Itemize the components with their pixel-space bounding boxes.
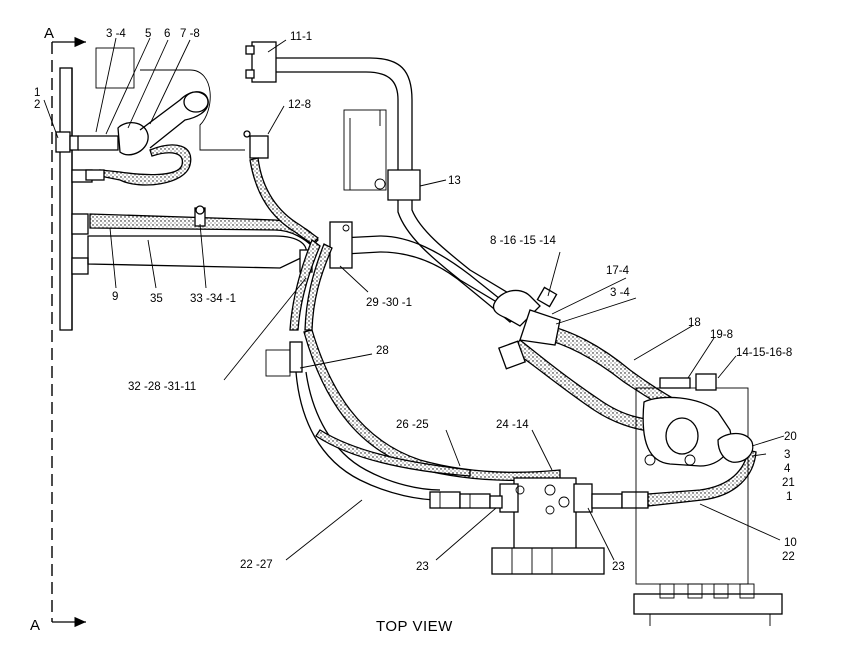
callout-26-25: 26 -25	[396, 419, 429, 431]
callout-28: 28	[376, 345, 389, 357]
section-line-a	[51, 36, 86, 628]
fittings-23-right-hose-10	[591, 449, 757, 509]
callout-3-right: 3	[784, 449, 790, 461]
view-title: TOP VIEW	[376, 618, 453, 635]
callout-22-27: 22 -27	[240, 559, 273, 571]
left-mounting-plate	[55, 67, 93, 331]
fittings-23-left	[429, 491, 503, 509]
callout-24-14: 24 -14	[496, 419, 529, 431]
callout-1: 1	[34, 87, 40, 99]
callout-labels: A A 3 -4 5 6 7 -8 1 2 11-1 12-8 13 8 -16…	[30, 25, 797, 634]
callout-12-8: 12-8	[288, 99, 311, 111]
callout-13: 13	[448, 175, 461, 187]
callout-23-left: 23	[416, 561, 429, 573]
callout-2: 2	[34, 99, 40, 111]
callout-20: 20	[784, 431, 797, 443]
upper-left-elbow	[78, 47, 245, 186]
callout-35: 35	[150, 293, 163, 305]
callout-10: 10	[784, 537, 797, 549]
section-mark-top: A	[44, 25, 54, 42]
callout-14-15-16-8: 14-15-16-8	[736, 347, 792, 359]
upper-tube-9-35	[87, 205, 319, 269]
callout-17-4: 17-4	[606, 265, 630, 277]
callout-6: 6	[164, 28, 170, 40]
callout-9: 9	[112, 291, 118, 303]
section-mark-bottom: A	[30, 617, 40, 634]
callout-33-34-1: 33 -34 -1	[190, 293, 236, 305]
callout-8-16-15-14: 8 -16 -15 -14	[490, 235, 556, 247]
callout-5: 5	[145, 28, 151, 40]
control-valve-24-14	[491, 477, 605, 575]
callout-29-30-1: 29 -30 -1	[366, 297, 412, 309]
fitting-8-16-15-14	[492, 286, 561, 370]
callout-21: 21	[782, 477, 795, 489]
callout-18: 18	[688, 317, 701, 329]
callout-11-1: 11-1	[290, 31, 312, 43]
fitting-12-8	[243, 130, 319, 245]
callout-23-right: 23	[612, 561, 625, 573]
leader-lines	[43, 37, 785, 561]
callout-7-8: 7 -8	[180, 28, 200, 40]
callout-19-8: 19-8	[710, 329, 733, 341]
callout-3-4-top: 3 -4	[106, 28, 126, 40]
callout-32-28-31-11: 32 -28 -31-11	[128, 381, 196, 393]
tube-11-13	[245, 41, 521, 311]
right-rear-assembly	[633, 373, 783, 626]
callout-4-right: 4	[784, 463, 791, 475]
callout-22: 22	[782, 551, 795, 563]
callout-1-right: 1	[786, 491, 792, 503]
central-junction	[265, 238, 333, 377]
callout-3-4-mid: 3 -4	[610, 287, 630, 299]
